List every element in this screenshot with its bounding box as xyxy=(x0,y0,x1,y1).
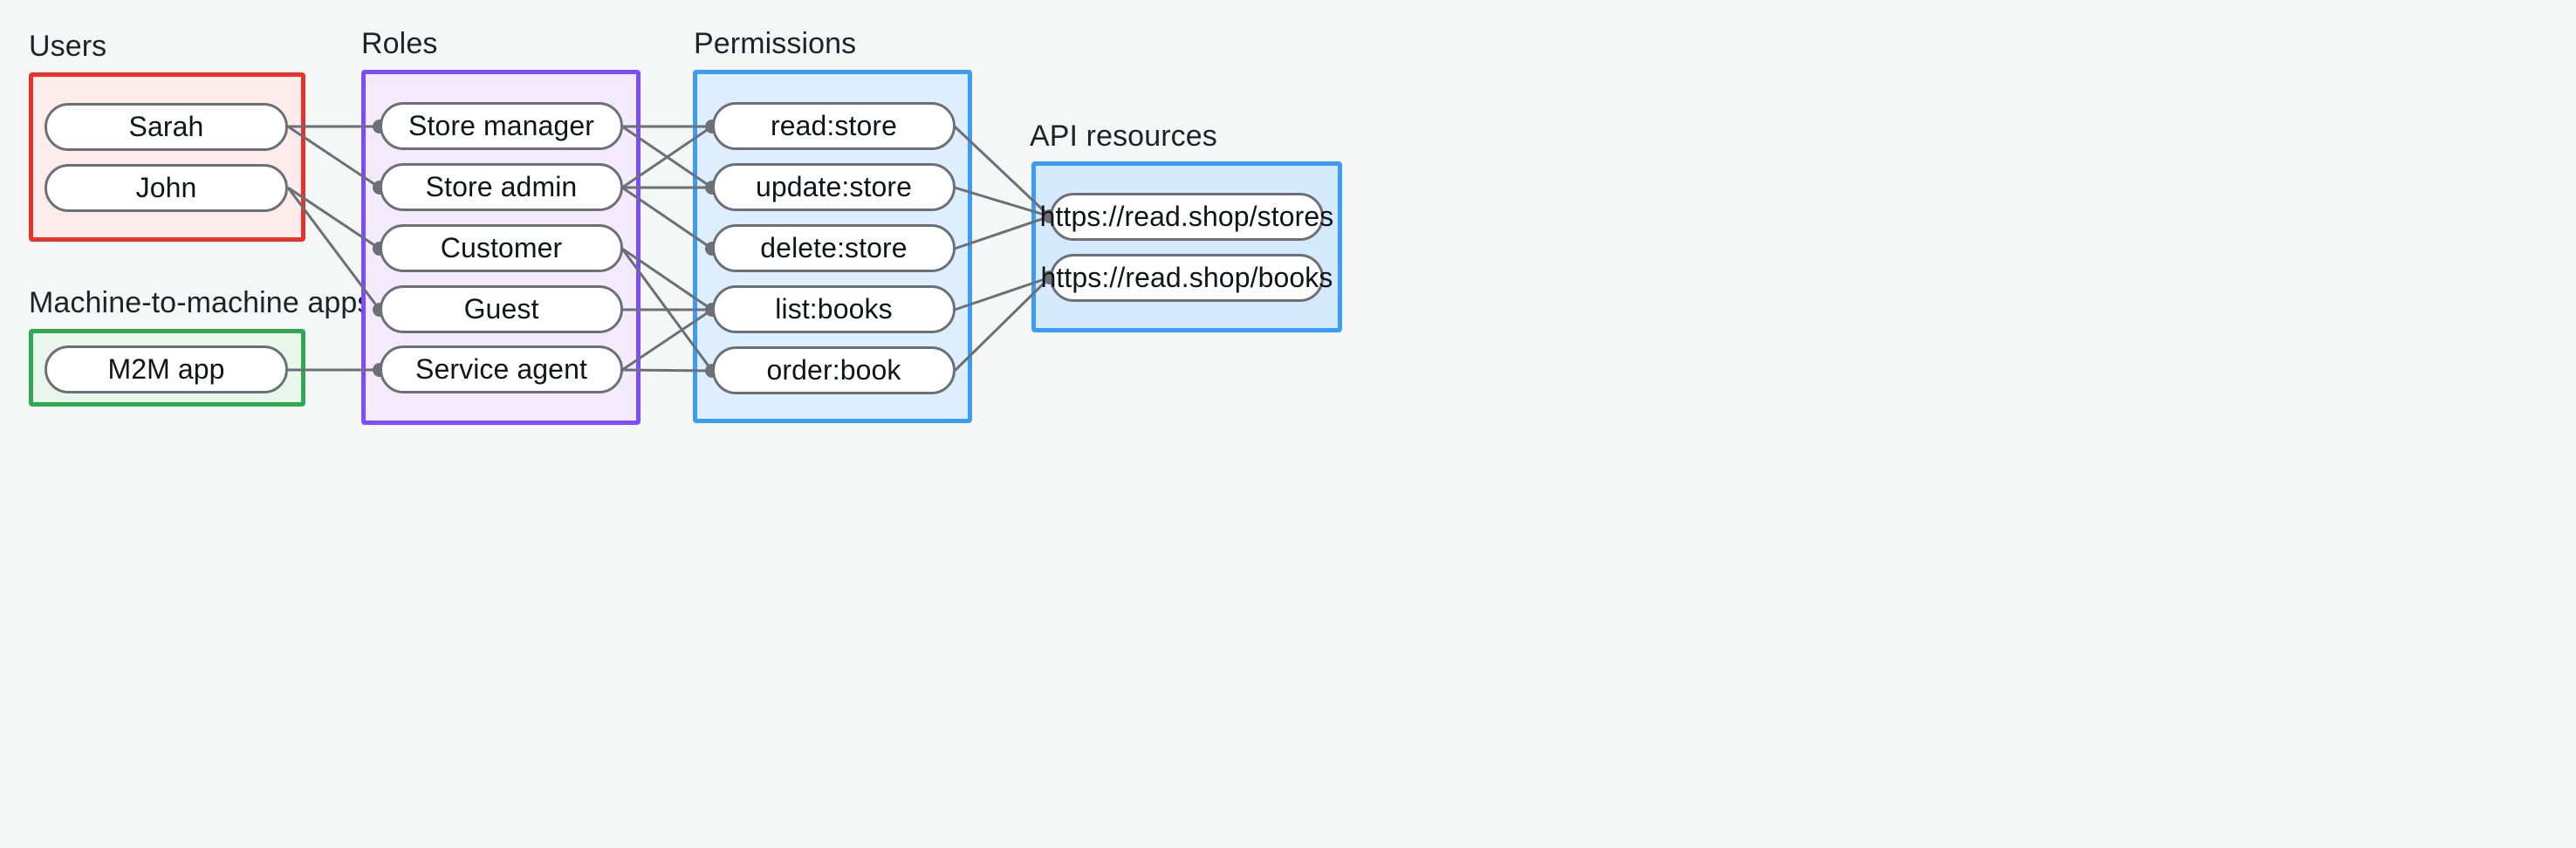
node-delete-store[interactable]: delete:store xyxy=(712,224,956,272)
group-box-users xyxy=(29,72,305,242)
node-order-book[interactable]: order:book xyxy=(712,346,956,394)
node-john[interactable]: John xyxy=(45,164,288,212)
group-label-permissions: Permissions xyxy=(694,27,857,60)
node-store-manager[interactable]: Store manager xyxy=(380,102,623,150)
node-m2m-app[interactable]: M2M app xyxy=(45,345,288,393)
node-stores-url[interactable]: https://read.shop/stores xyxy=(1040,193,1333,241)
node-read-store[interactable]: read:store xyxy=(712,102,956,150)
node-books-url[interactable]: https://read.shop/books xyxy=(1041,254,1333,302)
node-customer[interactable]: Customer xyxy=(380,224,623,272)
group-label-api-resources: API resources xyxy=(1030,120,1217,153)
group-label-m2m: Machine-to-machine apps xyxy=(29,286,373,319)
group-box-api-resources xyxy=(1031,161,1342,332)
node-service-agent[interactable]: Service agent xyxy=(380,345,623,393)
node-sarah[interactable]: Sarah xyxy=(45,103,288,151)
node-guest[interactable]: Guest xyxy=(380,285,623,333)
group-label-roles: Roles xyxy=(361,27,438,60)
group-label-users: Users xyxy=(29,30,107,63)
node-store-admin[interactable]: Store admin xyxy=(380,163,623,211)
node-update-store[interactable]: update:store xyxy=(712,163,956,211)
node-list-books[interactable]: list:books xyxy=(712,285,956,333)
